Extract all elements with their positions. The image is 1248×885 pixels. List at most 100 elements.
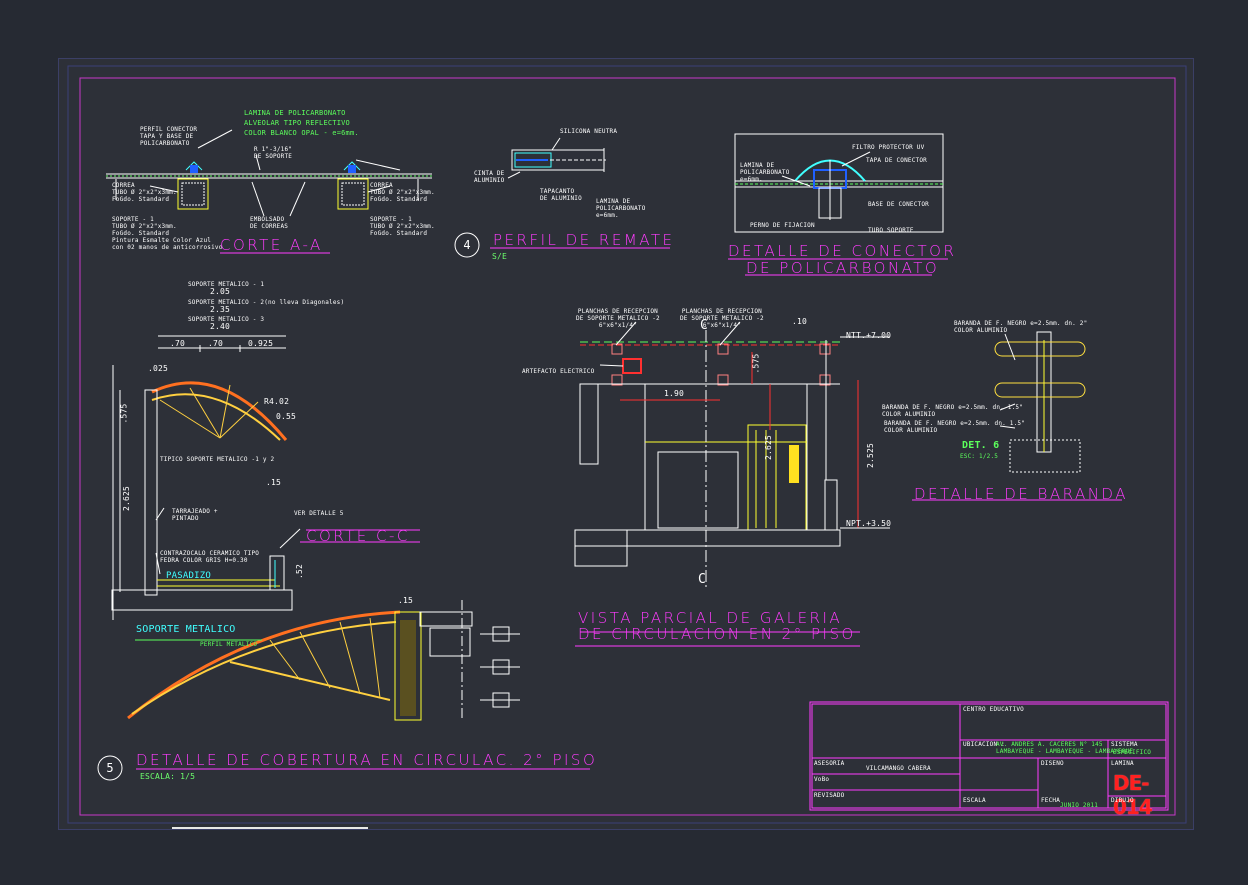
detail-number-4: 4 [463,238,471,252]
perno-note: PERNO DE FIJACION [750,222,815,229]
dim-0925: 0.925 [248,339,274,348]
section-c-top: C [700,318,709,333]
soporte-2-label: SOPORTE METALICO - 2(no lleva Diagonales… [188,299,345,306]
artefacto-note: ARTEFACTO ELECTRICO [522,368,595,375]
revisado-label: REVISADO [814,792,845,799]
detail-number-5: 5 [106,761,114,775]
cobertura-scale: ESCALA: 1/5 [140,772,196,781]
fecha-label: FECHA [1041,797,1061,804]
dim-2625-cc: 2.625 [122,485,132,512]
soporte-radius-note: R 1"-3/16"DE SOPORTE [254,146,293,160]
conector-title-2: DE POLICARBONATO [746,259,940,277]
perfil-remate-scale: S/E [492,252,508,261]
sistema-label: SISTEMA [1111,741,1138,748]
dim-2625-door: 2.625 [764,434,774,461]
dim-055: 0.55 [276,412,297,421]
outer-border [67,65,1187,824]
perfil-metalico-note: PERFIL METALICO [200,641,258,648]
dim-015: .15 [266,478,282,487]
vobo-label: VoBo [814,776,830,783]
base-conector-note: BASE DE CONECTOR [868,201,929,208]
dim-2-35: 2.35 [210,305,231,314]
title-block-lines [809,701,1169,811]
dim-010: .10 [792,317,808,326]
dim-025: .025 [148,364,169,373]
section-c-bottom: C [698,572,707,587]
asesoria-label: ASESORIA [814,760,845,767]
galeria-title-2: DE CIRCULACION EN 2° PISO [578,625,856,643]
sistema-value: ESPECIFICO [1113,749,1152,756]
dim-0575: .575 [751,353,761,374]
corte-cc-title: CORTE C-C [306,527,410,545]
dim-2525: 2.525 [866,442,876,469]
corte-aa-drawing [106,129,432,254]
perfil-remate-title: PERFIL DE REMATE [493,231,675,249]
ubicacion-label: UBICACION : [963,741,1005,748]
perfil-remate-drawing [454,137,670,258]
galeria-title-1: VISTA PARCIAL DE GALERIA [578,609,843,627]
corte-aa-title: CORTE A-A [220,236,323,254]
diseno-label: DISENO [1041,760,1064,767]
filtro-note: FILTRO PROTECTOR UV [852,144,925,151]
dim-015-cob: .15 [398,596,414,605]
dim-190: 1.90 [664,389,685,398]
soporte-metalico-label: SOPORTE METALICO [136,624,236,635]
cobertura-title: DETALLE DE COBERTURA EN CIRCULAC. 2° PIS… [136,751,598,769]
tarrajeado-note: TARRAJEADO +PINTADO [172,508,218,522]
lamina-number: DE-014 [1113,771,1153,819]
cobertura-drawing [97,600,590,781]
dim-575: .575 [119,403,129,424]
galeria-drawing [574,321,890,647]
tapa-conector-note: TAPA DE CONECTOR [866,157,927,164]
ver-detalle-note: VER DETALLE 5 [294,510,344,517]
asesor-name: VILCAMANGO CABERA [866,765,931,772]
dim-052: .52 [295,563,305,580]
lamina-label: LAMINA [1111,760,1134,767]
npt-level: NPT.+3.50 [846,519,892,528]
dibujo-label: DIBUJO [1111,797,1134,804]
dim-2-40: 2.40 [210,322,231,331]
pasadizo-label: PASADIZO [166,571,211,581]
det-6-scale: ESC: 1/2.5 [960,453,999,460]
baranda-note-2: BARANDA DE F. NEGRO e=2.5mm. dn. 1.5"COL… [882,404,1024,418]
baranda-drawing [912,331,1122,501]
baranda-title: DETALLE DE BARANDA [914,485,1128,503]
soporte-1-label: SOPORTE METALICO - 1 [188,281,265,288]
tipico-soporte-note: TIPICO SOPORTE METALICO -1 y 2 [160,456,275,463]
tubo-soporte-note: TUBO SOPORTE [868,227,914,234]
conector-title-1: DETALLE DE CONECTOR [728,242,957,260]
dim-2-05: 2.05 [210,287,231,296]
baranda-note-1: BARANDA DE F. NEGRO e=2.5mm. dn. 2"COLOR… [954,320,1088,334]
corte-cc-drawing [111,335,420,620]
inner-border [79,77,1176,816]
dim-070-a: .70 [170,339,186,348]
silicona-note: SILICONA NEUTRA [560,128,618,135]
soporte-3-label: SOPORTE METALICO - 3 [188,316,265,323]
det-6-label: DET. 6 [962,440,1000,451]
dim-070-b: .70 [208,339,224,348]
drawing-sheet [58,58,1194,830]
fecha-value: JUNIO 2011 [1060,802,1099,809]
dim-r402: R4.02 [264,397,290,406]
centro-educativo-label: CENTRO EDUCATIVO [963,706,1024,713]
conector-drawing [728,133,948,276]
ntt-level: NTT.+7.00 [846,331,892,340]
baranda-note-3: BARANDA DE F. NEGRO e=2.5mm. dn. 1.5"COL… [884,420,1026,434]
